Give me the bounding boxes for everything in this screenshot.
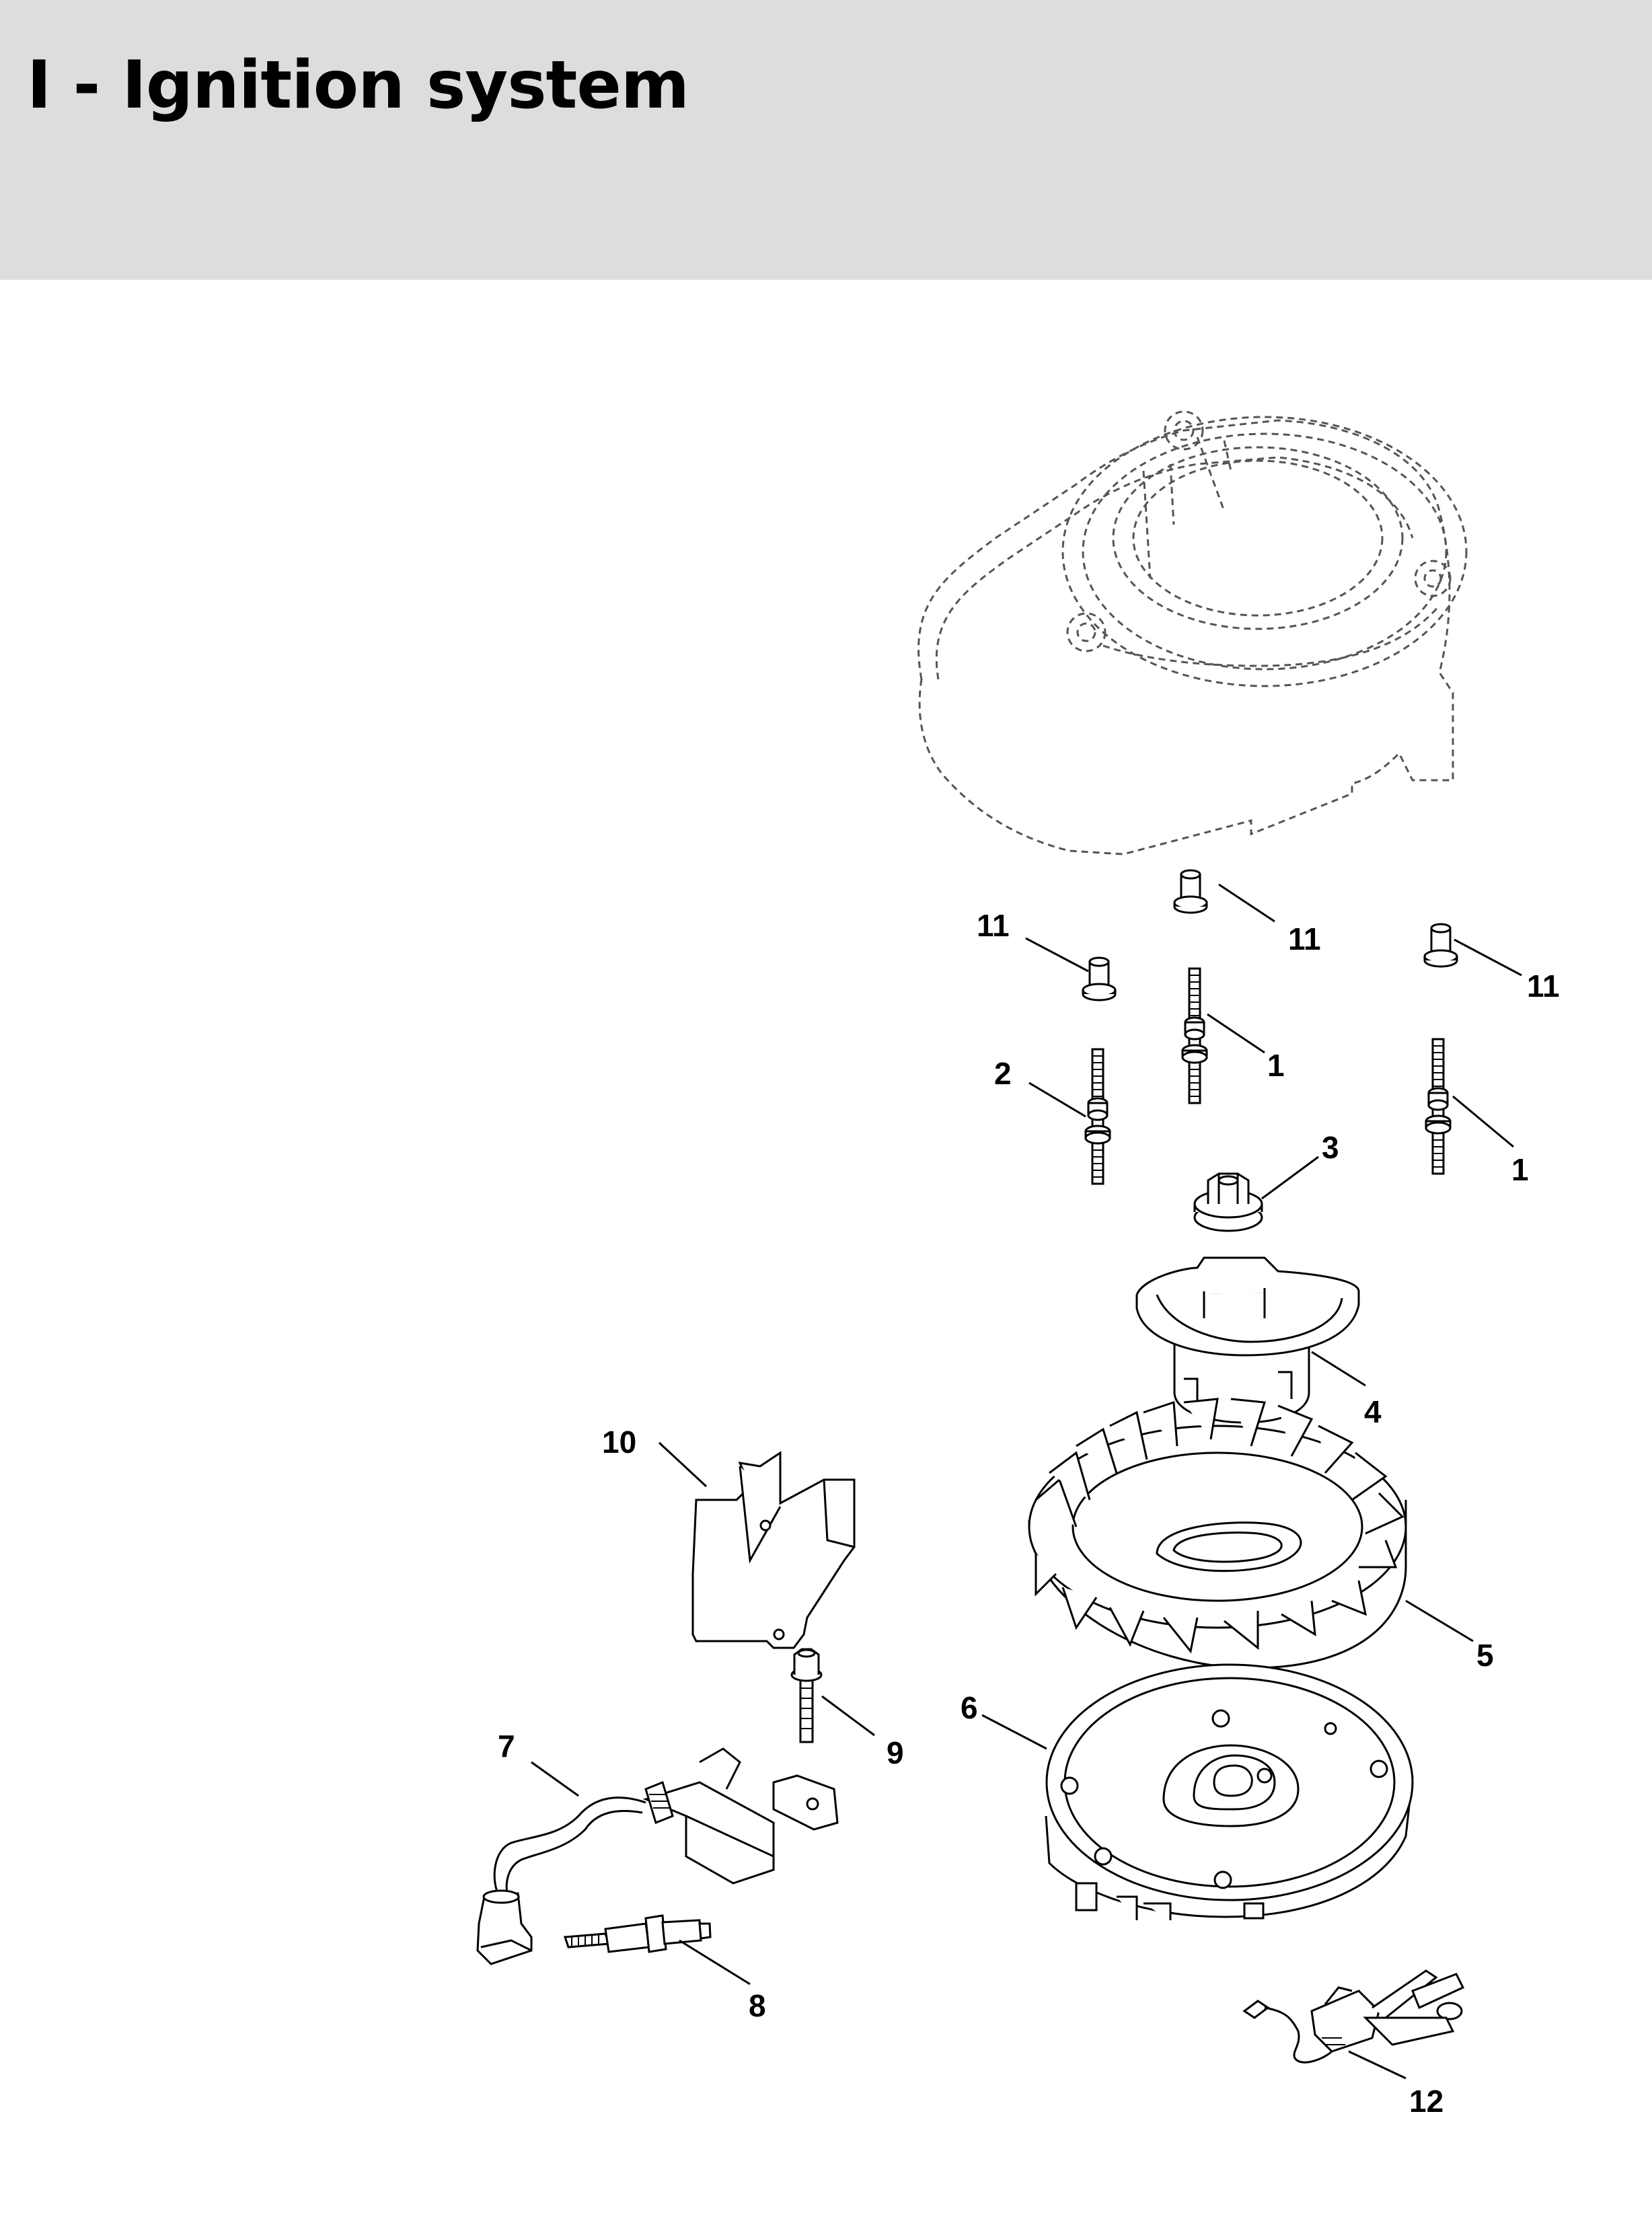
bushing-part-11-left <box>1082 956 1117 1001</box>
bushing-part-11-right <box>1423 923 1458 968</box>
callout-3: 3 <box>1322 1130 1339 1165</box>
bracket-part-10 <box>691 1451 856 1649</box>
starter-cup-part-4 <box>1135 1256 1360 1424</box>
bushing-part-11-center <box>1173 869 1208 914</box>
callout-6: 6 <box>961 1690 978 1725</box>
flange-nut-part-3 <box>1193 1172 1263 1232</box>
callout-4: 4 <box>1364 1394 1382 1429</box>
callout-labels: 11 11 11 1 1 2 3 4 5 6 7 8 9 10 12 <box>498 908 1560 2119</box>
ignition-coil-part-7 <box>476 1747 839 1965</box>
wiring-part-12 <box>1242 1969 1465 2064</box>
callout-12: 12 <box>1409 2084 1443 2119</box>
callout-2: 2 <box>994 1056 1012 1091</box>
callout-9: 9 <box>887 1735 904 1770</box>
callout-11-right: 11 <box>1527 969 1560 1004</box>
stud-part-2 <box>1084 1048 1111 1185</box>
page-title: I - Ignition system <box>27 47 689 124</box>
spark-plug-part-8 <box>563 1914 712 1953</box>
fan-part-5 <box>1028 1398 1407 1669</box>
stud-part-1-right <box>1425 1038 1452 1175</box>
callout-11-left: 11 <box>977 908 1010 943</box>
callout-11-center: 11 <box>1288 921 1321 956</box>
callout-leader-lines <box>531 883 1522 2080</box>
page-header: I - Ignition system <box>0 0 1652 280</box>
stud-part-1-center <box>1181 967 1208 1104</box>
callout-10: 10 <box>602 1425 636 1460</box>
callout-7: 7 <box>498 1729 515 1764</box>
callout-1-right: 1 <box>1511 1152 1529 1187</box>
callout-1-center: 1 <box>1267 1048 1285 1083</box>
callout-5: 5 <box>1476 1638 1494 1673</box>
blower-housing-outline <box>917 410 1468 856</box>
callout-8: 8 <box>749 1988 766 2023</box>
bolt-part-9 <box>790 1648 823 1743</box>
flywheel-part-6 <box>1045 1663 1414 1920</box>
